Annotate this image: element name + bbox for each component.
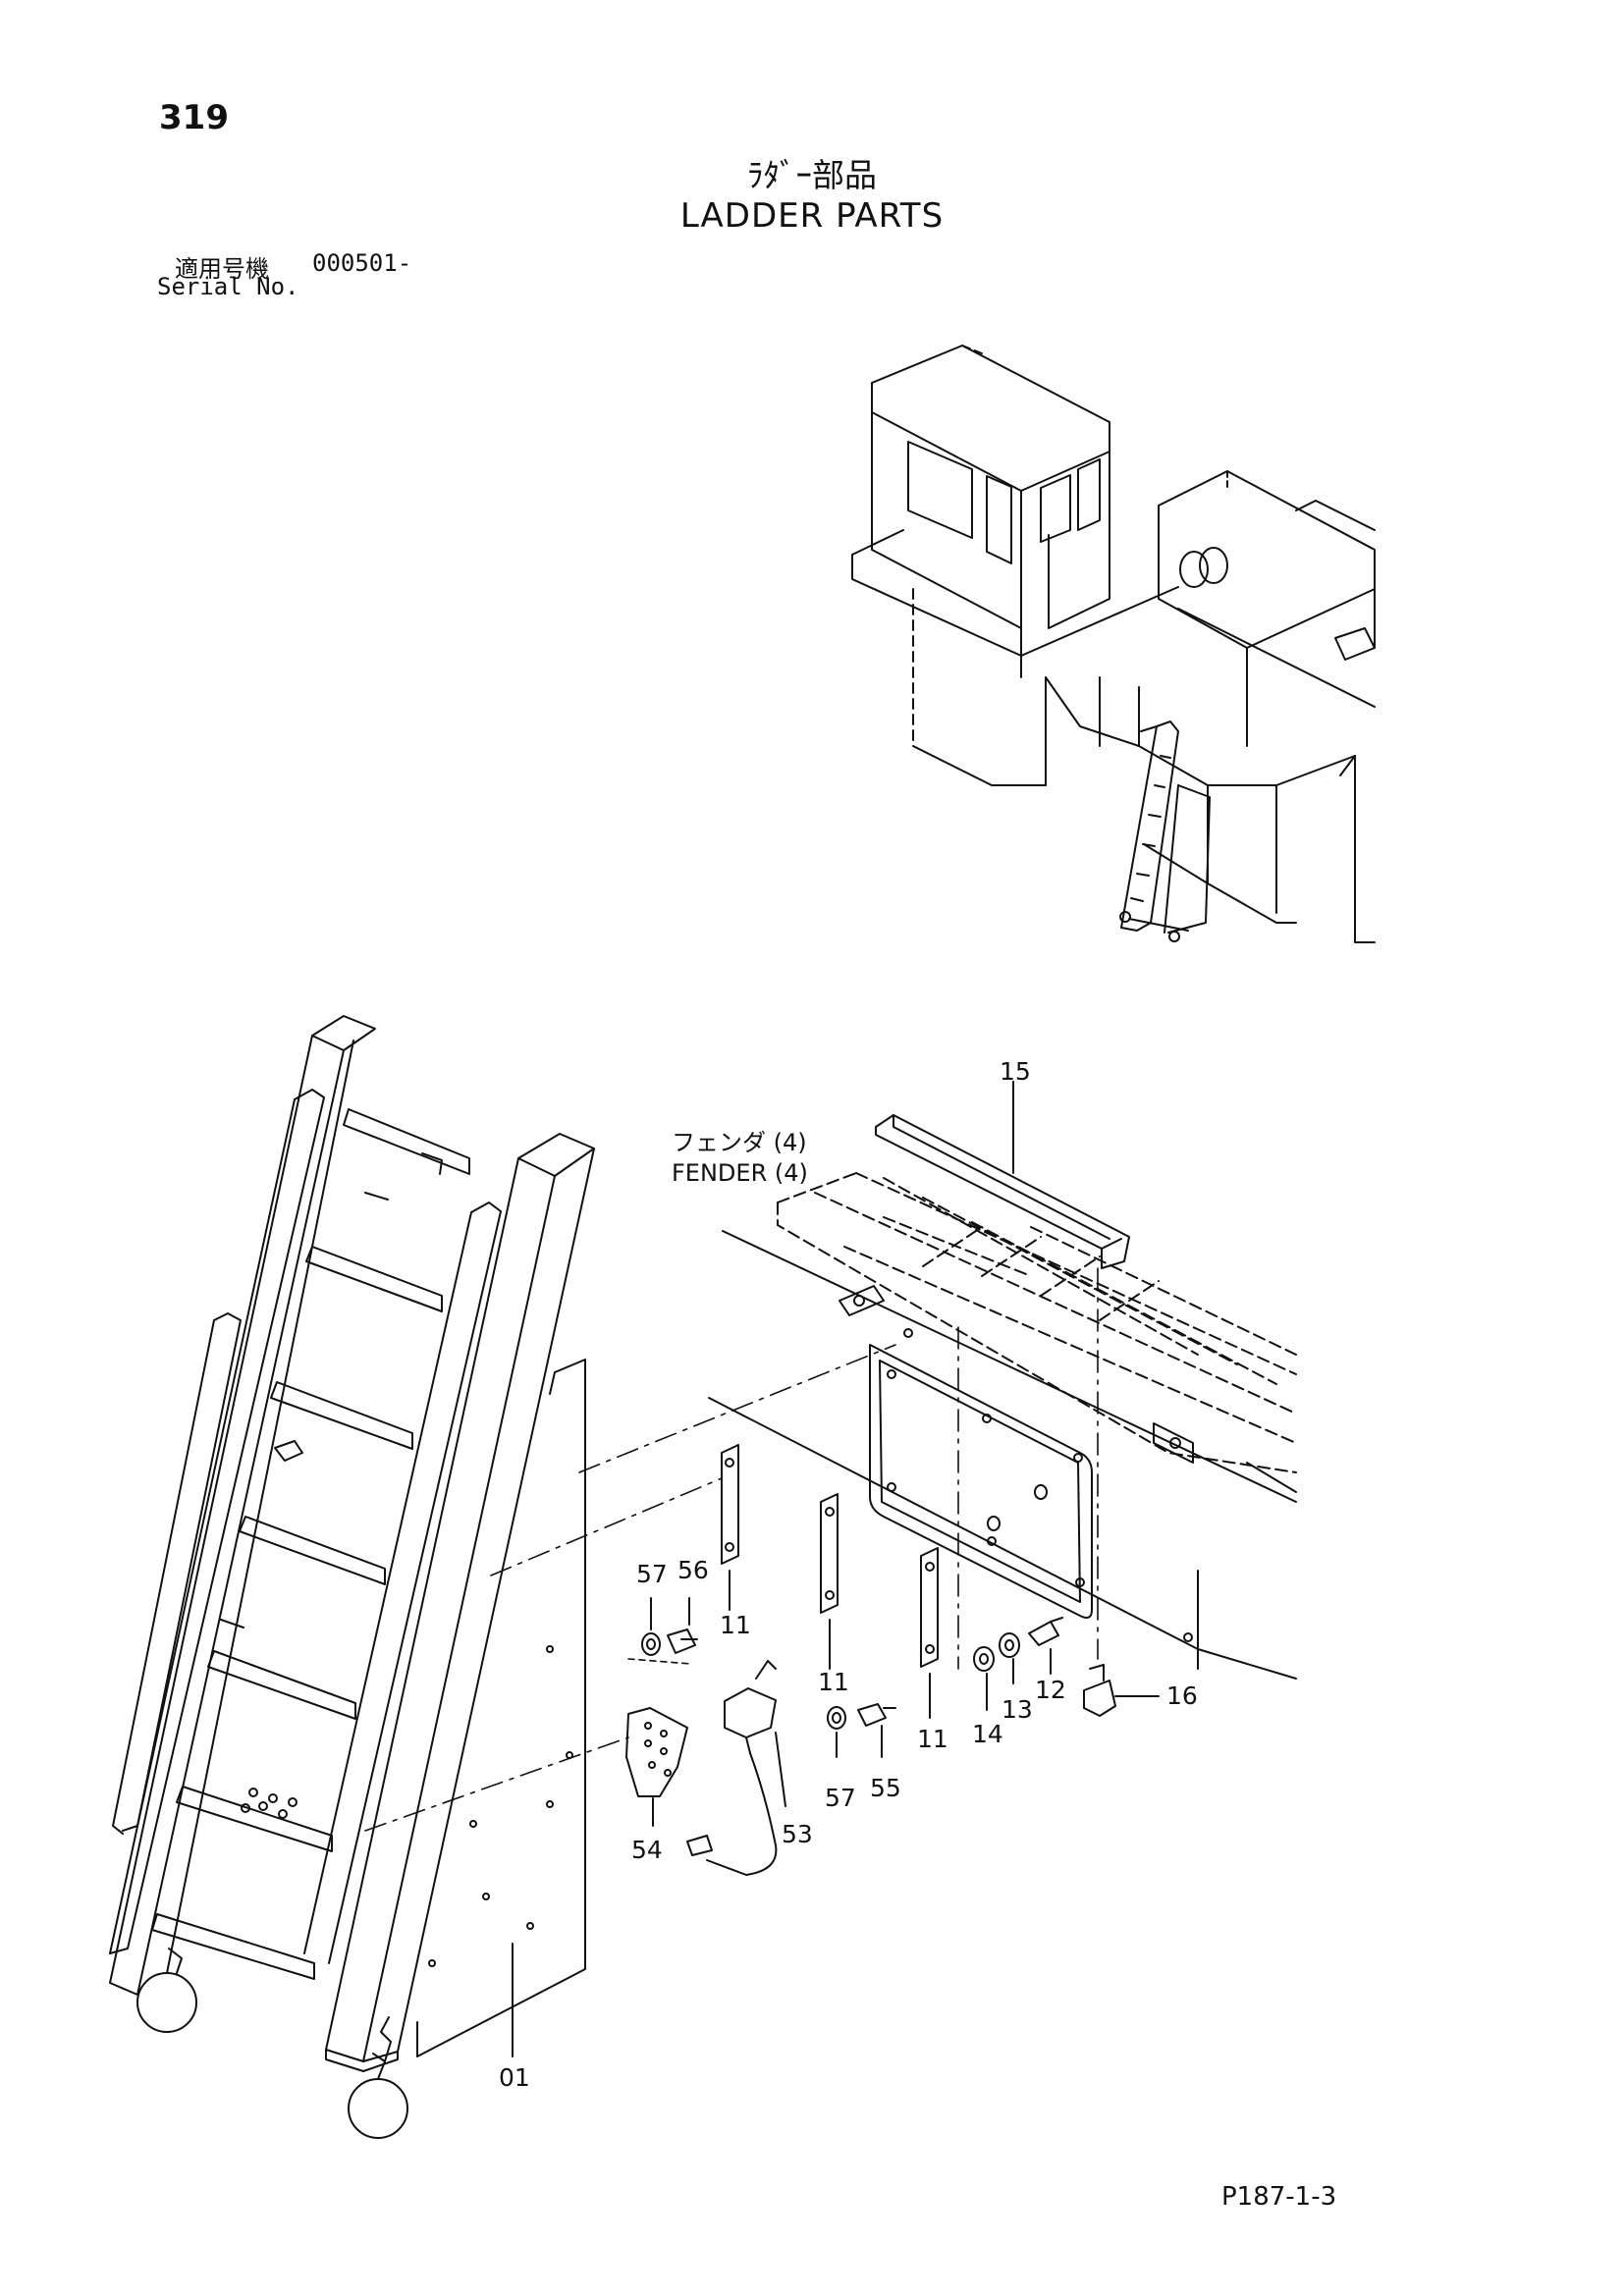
chassis-fender-illustration [708,1081,1297,1680]
callout-54: 54 [631,1836,663,1864]
page-number: 319 [159,98,229,137]
callout-11: 11 [720,1611,751,1639]
callout-12: 12 [1035,1676,1066,1704]
callout-53: 53 [782,1820,813,1848]
callout-14: 14 [972,1720,1003,1748]
title-japanese: ﾗﾀﾞｰ部品 [747,156,877,194]
callout-11: 11 [818,1668,849,1696]
callout-15: 15 [1000,1057,1031,1086]
callout-55: 55 [870,1774,901,1802]
title-english: LADDER PARTS [679,196,945,236]
callout-11: 11 [917,1725,948,1753]
ladder-assembly-illustration [109,1015,595,2139]
callout-16: 16 [1166,1682,1198,1710]
callout-57: 57 [825,1784,856,1812]
serial-label-english: Serial No. [157,273,299,300]
fender-label-english: FENDER (4) [672,1159,808,1187]
callout-01: 01 [499,2063,530,2092]
page-code: P187-1-3 [1221,2182,1337,2212]
serial-number-value: 000501- [312,249,412,277]
part-callouts: 15 57 56 11 11 11 14 13 12 16 57 55 54 5… [499,1057,1198,2092]
callout-13: 13 [1001,1695,1033,1724]
machine-overview-illustration [851,345,1376,943]
fender-label-japanese: フェンダ (4) [672,1129,807,1156]
hardware-parts-illustration [364,1081,1160,2057]
serial-label-japanese: 適用号機 [175,255,269,283]
callout-56: 56 [677,1556,709,1584]
callout-57: 57 [636,1560,668,1588]
